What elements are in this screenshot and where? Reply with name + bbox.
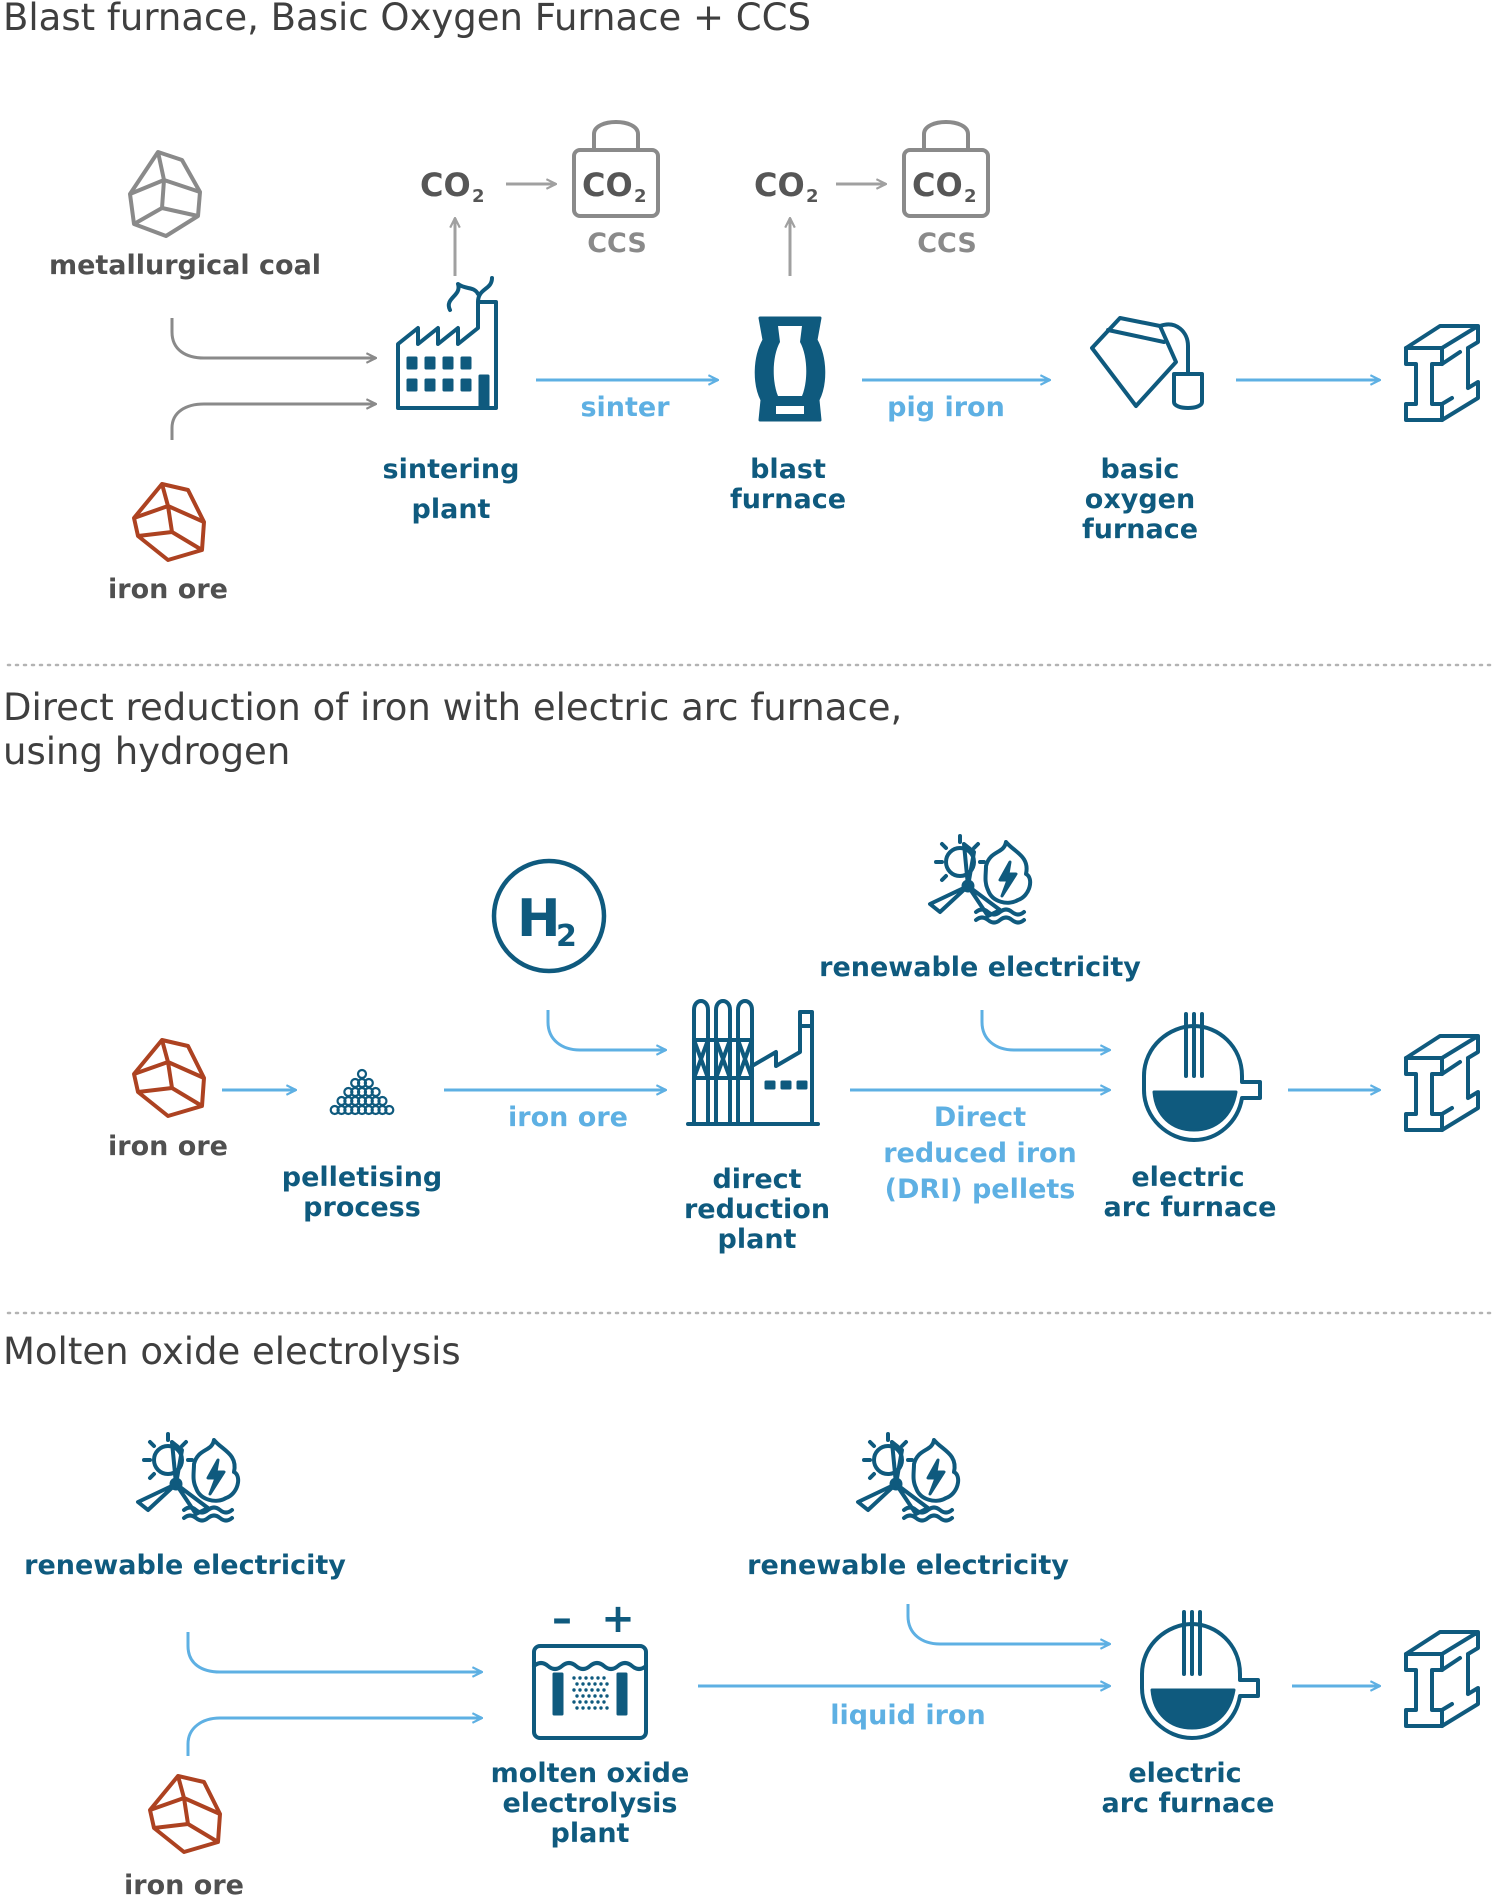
pellet-process-label: pelletising	[282, 1162, 443, 1193]
iron-ore-icon	[148, 1774, 222, 1854]
section3-title: Molten oxide electrolysis	[3, 1330, 461, 1373]
bof-label-3: furnace	[1082, 514, 1198, 545]
ccs-co2-sub-1: 2	[634, 186, 647, 207]
blast-furnace-label: blast	[750, 454, 826, 485]
ccs-label-2: CCS	[917, 228, 977, 259]
renewable-label: renewable electricity	[819, 952, 1141, 983]
dri-flow-label: Direct	[934, 1102, 1026, 1133]
coal-label: metallurgical coal	[49, 250, 321, 281]
co2-sub-1: 2	[472, 186, 485, 207]
eaf-label-4: arc furnace	[1102, 1788, 1275, 1819]
ccs-co2-label-1: CO	[582, 166, 633, 204]
section2-title: Direct reduction of iron with electric a…	[3, 686, 902, 729]
iron-ore-icon	[132, 1038, 206, 1118]
eaf-label: electric	[1131, 1162, 1244, 1193]
reduction-plant-icon	[686, 999, 820, 1126]
drp-label: direct	[712, 1164, 801, 1195]
sintering-plant-label: sintering	[383, 454, 520, 485]
blast-furnace-icon	[754, 316, 826, 422]
dri-flow-label-3: (DRI) pellets	[885, 1174, 1076, 1205]
iron-ore-label: iron ore	[108, 574, 228, 605]
co2-sub-2: 2	[806, 186, 819, 207]
electrode-plus: +	[601, 1596, 635, 1642]
renewable-to-eaf-arrow	[980, 1010, 1110, 1050]
renewable-energy-icon	[856, 1432, 961, 1523]
renewable-to-moe-arrow	[186, 1632, 482, 1672]
iron-ore-icon	[132, 482, 206, 562]
pig-iron-flow-label: pig iron	[887, 392, 1005, 423]
renewable-label-left: renewable electricity	[24, 1550, 346, 1581]
bof-label: basic	[1101, 454, 1180, 485]
steel-beam-icon	[1404, 324, 1480, 422]
electrode-minus: –	[552, 1596, 572, 1642]
liquid-iron-flow-label: liquid iron	[830, 1700, 985, 1731]
iron-ore-label-2: iron ore	[108, 1131, 228, 1162]
h2-icon: H 2	[491, 858, 607, 974]
ccs-co2-sub-2: 2	[964, 186, 977, 207]
blast-furnace-label-2: furnace	[730, 484, 846, 515]
section2-title-2: using hydrogen	[3, 730, 290, 773]
factory-icon	[396, 276, 498, 410]
ore-to-moe-arrow	[186, 1718, 482, 1756]
section1-title: Blast furnace, Basic Oxygen Furnace + CC…	[3, 0, 811, 39]
iron-ore-flow-label: iron ore	[508, 1102, 628, 1133]
converter-icon	[1090, 316, 1204, 410]
moe-label-3: plant	[551, 1818, 630, 1849]
moe-label: molten oxide	[491, 1758, 690, 1789]
arc-furnace-icon	[1142, 1012, 1262, 1142]
ccs-co2-label-2: CO	[912, 166, 963, 204]
renewable-energy-icon	[136, 1432, 241, 1523]
renewable-to-eaf-arrow-2	[906, 1604, 1110, 1644]
steel-beam-icon	[1404, 1630, 1480, 1728]
coal-icon	[128, 150, 202, 238]
renewable-energy-icon	[928, 834, 1033, 925]
arc-furnace-icon	[1140, 1610, 1260, 1740]
co2-label-2: CO	[754, 166, 805, 204]
h2-to-drp-arrow	[546, 1010, 666, 1050]
co2-label-1: CO	[420, 166, 471, 204]
moe-label-2: electrolysis	[503, 1788, 678, 1819]
eaf-label-2: arc furnace	[1104, 1192, 1277, 1223]
bof-label-2: oxygen	[1085, 484, 1195, 515]
pellet-process-label-2: process	[303, 1192, 421, 1223]
pellets-icon	[329, 1068, 395, 1116]
steel-beam-icon	[1404, 1034, 1480, 1132]
sinter-flow-label: sinter	[580, 392, 670, 423]
electrolysis-cell-icon: – +	[532, 1596, 648, 1740]
h2-sub: 2	[556, 919, 577, 954]
ore-to-sinter-arrow	[170, 404, 376, 440]
drp-label-3: plant	[718, 1224, 797, 1255]
h2-label: H	[517, 889, 561, 949]
sintering-plant-label-2: plant	[412, 494, 491, 525]
iron-ore-label-3: iron ore	[124, 1870, 244, 1901]
ccs-label-1: CCS	[587, 228, 647, 259]
coal-to-sinter-arrow	[170, 318, 376, 358]
drp-label-2: reduction	[684, 1194, 830, 1225]
renewable-label-right: renewable electricity	[747, 1550, 1069, 1581]
dri-flow-label-2: reduced iron	[883, 1138, 1077, 1169]
eaf-label-3: electric	[1128, 1758, 1241, 1789]
